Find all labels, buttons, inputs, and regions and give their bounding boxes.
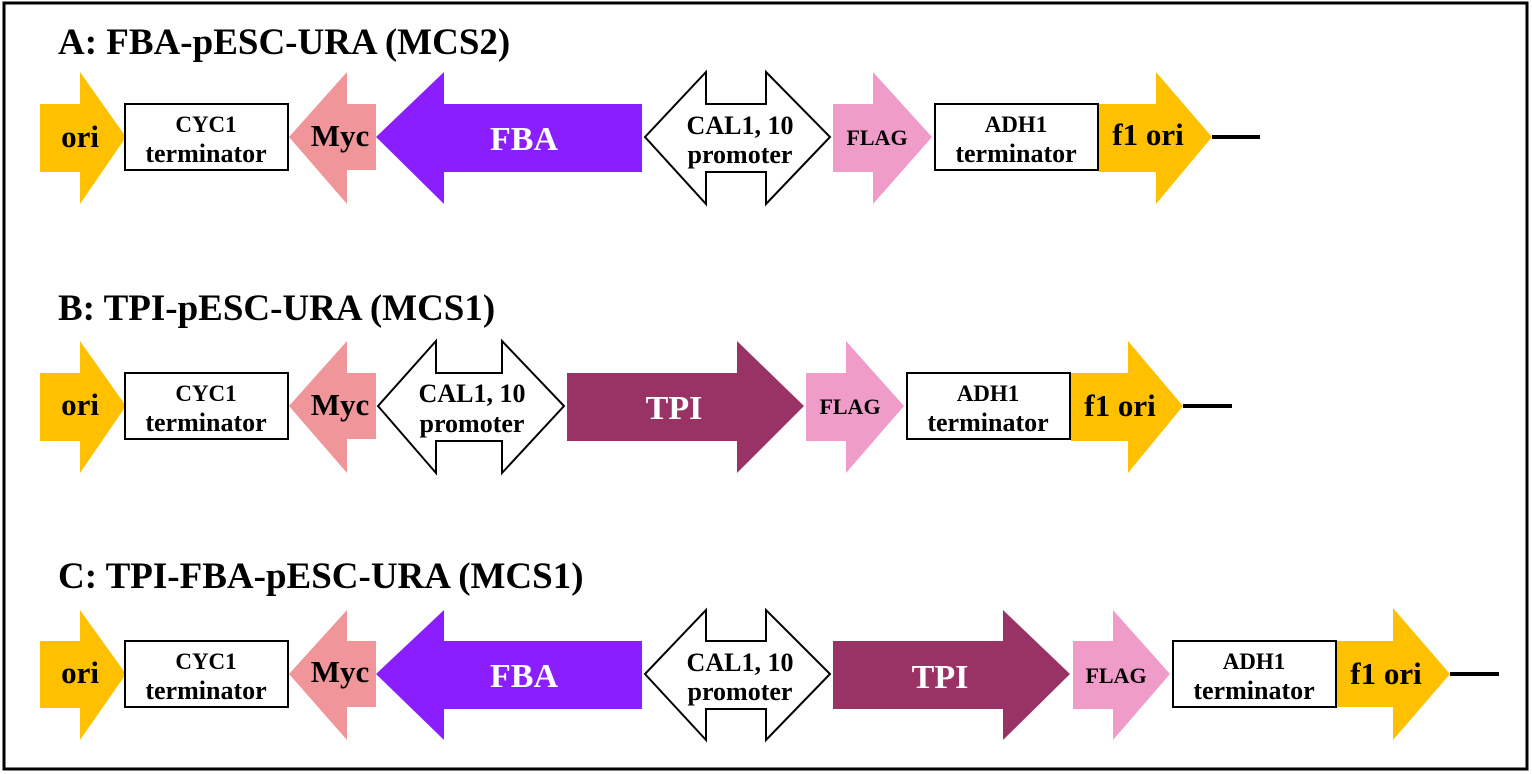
cyc1-terminator-box: CYC1 terminator [124, 103, 289, 171]
svg-text:promoter: promoter [688, 140, 793, 169]
flag-tag-arrow: FLAG [833, 72, 932, 204]
svg-text:Myc: Myc [311, 118, 370, 153]
f1-ori-arrow: f1 ori [1337, 608, 1450, 740]
svg-text:FLAG: FLAG [846, 125, 907, 150]
svg-text:FBA: FBA [490, 658, 558, 695]
svg-text:ADH1: ADH1 [985, 112, 1048, 137]
svg-text:terminator: terminator [955, 139, 1076, 168]
svg-text:terminator: terminator [927, 408, 1048, 437]
svg-text:CAL1, 10: CAL1, 10 [687, 648, 794, 677]
panel-b: B: TPI-pESC-URA (MCS1) ori CYC1 terminat… [40, 288, 1232, 476]
fba-gene-arrow: FBA [376, 610, 642, 740]
myc-arrow: Myc [289, 341, 376, 473]
svg-text:CAL1, 10: CAL1, 10 [419, 379, 526, 408]
cal1-10-promoter-arrow: CAL1, 10 promoter [643, 607, 832, 743]
ori-arrow: ori [40, 72, 126, 204]
svg-text:terminator: terminator [1193, 676, 1314, 705]
svg-text:promoter: promoter [688, 677, 793, 706]
cal1-10-promoter-arrow: CAL1, 10 promoter [376, 338, 566, 476]
panel-b-title: B: TPI-pESC-URA (MCS1) [58, 288, 495, 329]
svg-text:ADH1: ADH1 [957, 381, 1020, 406]
svg-text:CAL1, 10: CAL1, 10 [687, 111, 794, 140]
svg-text:ADH1: ADH1 [1223, 649, 1286, 674]
f1-ori-arrow: f1 ori [1099, 72, 1212, 204]
svg-text:CYC1: CYC1 [175, 112, 236, 137]
svg-text:terminator: terminator [145, 408, 266, 437]
adh1-terminator-box: ADH1 terminator [934, 103, 1099, 171]
myc-arrow: Myc [289, 610, 376, 740]
cyc1-terminator-box: CYC1 terminator [124, 372, 289, 440]
tpi-gene-arrow: TPI [567, 341, 804, 473]
svg-text:Myc: Myc [311, 654, 370, 689]
panel-c-title: C: TPI-FBA-pESC-URA (MCS1) [58, 556, 584, 597]
svg-text:CYC1: CYC1 [175, 381, 236, 406]
cal1-10-promoter-arrow: CAL1, 10 promoter [643, 69, 832, 207]
cyc1-terminator-box: CYC1 terminator [124, 640, 289, 708]
adh1-terminator-box: ADH1 terminator [1172, 640, 1337, 708]
fba-gene-arrow: FBA [376, 72, 642, 204]
svg-text:promoter: promoter [420, 409, 525, 438]
svg-text:ori: ori [61, 655, 99, 690]
svg-text:ori: ori [61, 387, 99, 422]
svg-text:CYC1: CYC1 [175, 649, 236, 674]
svg-text:f1 ori: f1 ori [1084, 388, 1156, 423]
panel-a: A: FBA-pESC-URA (MCS2) ori CYC1 terminat… [40, 22, 1260, 207]
svg-text:terminator: terminator [145, 139, 266, 168]
panel-c: C: TPI-FBA-pESC-URA (MCS1) ori CYC1 term… [40, 556, 1499, 743]
ori-arrow: ori [40, 341, 126, 473]
svg-text:f1 ori: f1 ori [1112, 117, 1184, 152]
svg-text:f1 ori: f1 ori [1350, 656, 1422, 691]
svg-text:terminator: terminator [145, 676, 266, 705]
svg-text:TPI: TPI [912, 659, 969, 696]
svg-text:FLAG: FLAG [1085, 663, 1146, 688]
svg-text:FBA: FBA [490, 121, 558, 158]
ori-arrow: ori [40, 610, 126, 740]
svg-text:Myc: Myc [311, 387, 370, 422]
svg-text:FLAG: FLAG [819, 394, 880, 419]
f1-ori-arrow: f1 ori [1071, 341, 1183, 473]
tpi-gene-arrow: TPI [833, 610, 1070, 740]
svg-text:ori: ori [61, 119, 99, 154]
panel-a-title: A: FBA-pESC-URA (MCS2) [58, 22, 510, 63]
flag-tag-arrow: FLAG [1073, 610, 1170, 740]
myc-arrow: Myc [289, 72, 376, 204]
adh1-terminator-box: ADH1 terminator [906, 372, 1071, 440]
flag-tag-arrow: FLAG [806, 341, 904, 473]
svg-text:TPI: TPI [646, 390, 703, 427]
